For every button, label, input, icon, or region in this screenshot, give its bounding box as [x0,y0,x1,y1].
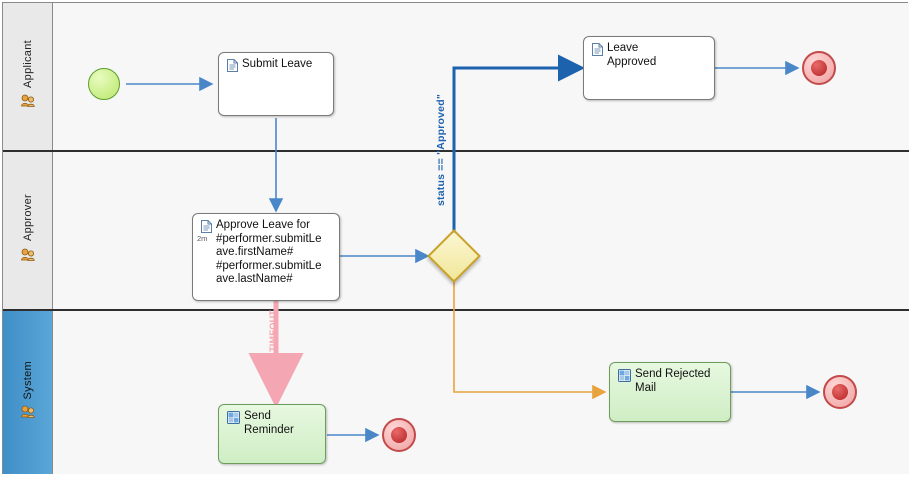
document-icon [227,59,238,72]
task-label: Leave Approved [607,42,657,68]
lane-label-system: System [21,360,34,400]
lane-system[interactable]: System [3,311,909,474]
end-event-inner [811,60,827,76]
task-duration-badge: 2m [197,234,208,243]
lane-header-system[interactable]: System [3,311,53,474]
user-role-icon [20,405,36,424]
user-role-icon [20,94,36,113]
task-leave-approved[interactable]: Leave Approved [583,36,715,100]
task-label: Submit Leave [242,58,313,70]
document-icon [201,220,212,233]
user-role-icon [20,248,36,267]
script-icon [618,369,631,382]
lane-label-applicant: Applicant [21,40,34,88]
flow-label-approved-condition: status == "Approved" [435,94,447,206]
end-event-rejected[interactable] [823,375,857,409]
lane-divider-1 [3,150,909,152]
flow-label-timeout: TIMEOUT [268,310,278,352]
task-submit-leave[interactable]: Submit Leave [218,52,334,116]
task-label: Send Rejected Mail [635,368,711,394]
end-event-inner [832,384,848,400]
document-icon [592,43,603,56]
task-approve-leave[interactable]: Approve Leave for #performer.submitLe av… [192,213,340,301]
lane-header-applicant[interactable]: Applicant [3,3,53,150]
task-send-rejected-mail[interactable]: Send Rejected Mail [609,362,731,422]
start-event[interactable] [88,68,120,100]
end-event-approved[interactable] [802,51,836,85]
lane-applicant[interactable]: Applicant [3,3,909,150]
script-icon [227,411,240,424]
end-event-inner [391,427,407,443]
lane-header-approver[interactable]: Approver [3,152,53,309]
lane-divider-2 [3,309,909,311]
task-send-reminder[interactable]: Send Reminder [218,404,326,464]
task-label: Send Reminder [244,410,294,436]
end-event-reminder[interactable] [382,418,416,452]
lane-label-approver: Approver [21,194,34,242]
task-label: Approve Leave for #performer.submitLe av… [216,219,322,285]
